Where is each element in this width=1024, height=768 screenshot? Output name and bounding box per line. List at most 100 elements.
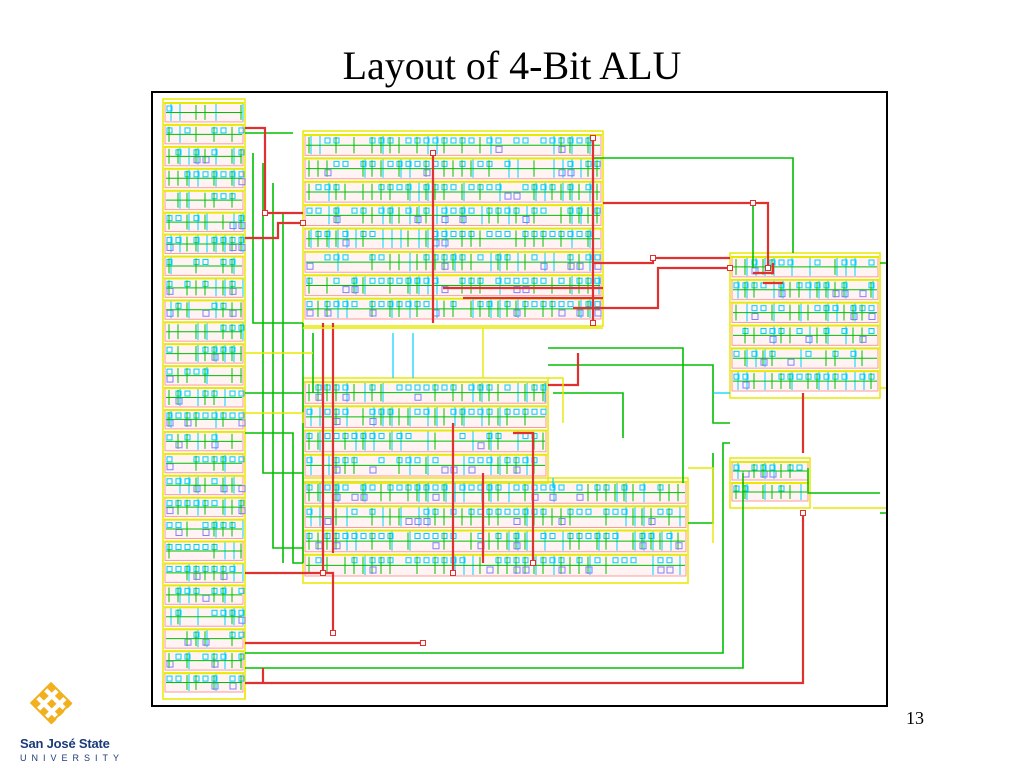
- io-column-contact: [184, 544, 191, 551]
- logic-block-top-cut: [441, 286, 449, 294]
- io-column-contact: [175, 478, 182, 485]
- logic-block-bottom-contact: [504, 508, 511, 515]
- io-column-contact: [175, 544, 182, 551]
- logic-block-top-contact: [351, 301, 358, 308]
- logic-block-top-contact: [468, 137, 475, 144]
- logic-block-bottom-cut: [513, 542, 521, 550]
- logic-block-right-contact: [868, 328, 875, 334]
- poly-route: [603, 201, 770, 268]
- io-column-outline: [162, 98, 246, 700]
- logic-block-top-contact: [414, 160, 421, 167]
- logic-block-mid-contact: [396, 433, 403, 439]
- poly-route: [573, 266, 730, 310]
- metal2-route: [593, 157, 794, 253]
- logic-block-mid-contact: [342, 384, 349, 391]
- logic-block-bottom-contact: [657, 557, 664, 564]
- logic-block-top-contact: [558, 301, 565, 308]
- logic-block-bottom-cut: [486, 566, 494, 574]
- logic-block-top-cut: [441, 239, 449, 247]
- logic-block-mid-contact: [423, 384, 430, 391]
- io-column-contact: [175, 653, 182, 660]
- alu-layout-diagram: [151, 91, 888, 707]
- logic-block-top-contact: [342, 160, 349, 167]
- via-contact: [420, 640, 426, 646]
- logic-block-mid-cut: [369, 418, 377, 425]
- logic-block-bottom-contact: [378, 533, 385, 539]
- logic-block-bottom-contact: [621, 508, 628, 515]
- poly-route: [513, 431, 535, 563]
- logic-block-mid-contact: [324, 433, 331, 439]
- logic-block-top-contact: [477, 254, 484, 261]
- logic-block-top-cut: [576, 262, 584, 270]
- io-column-contact: [229, 390, 236, 397]
- logic-block-top-cut: [306, 262, 314, 270]
- logic-block-top-contact: [486, 231, 493, 237]
- logic-block-mid-contact: [405, 433, 412, 439]
- logic-block-top-contact: [504, 207, 511, 214]
- logic-block-bottom-contact: [369, 484, 376, 491]
- io-column-contact: [184, 127, 191, 134]
- logic-block-bottom-contact: [315, 557, 322, 564]
- logic-block-top-contact: [504, 277, 511, 284]
- logic-block-bottom-cut: [369, 566, 377, 574]
- logic-block-top-contact: [486, 184, 493, 191]
- io-column-contact: [229, 456, 236, 463]
- logic-block-top-contact: [324, 184, 331, 191]
- logic-block-right-contact: [733, 282, 740, 289]
- logic-block-bottom-contact: [360, 533, 367, 539]
- slide-title: Layout of 4-Bit ALU: [342, 43, 682, 88]
- logic-block-bottom-contact: [639, 484, 646, 491]
- logic-block-top-outline: [302, 130, 604, 327]
- logic-block-top-contact: [513, 277, 520, 284]
- logic-block-bottom-contact: [423, 508, 430, 515]
- io-column-contact: [166, 522, 173, 529]
- logic-block-bottom-cut: [522, 566, 530, 574]
- logic-block-right-contact: [742, 373, 749, 380]
- io-column-contact: [229, 565, 236, 572]
- logic-block-bottom-contact: [576, 484, 583, 491]
- logic-block-top-contact: [333, 301, 340, 308]
- logic-block-right-small-contact: [769, 464, 776, 471]
- via-contact: [765, 265, 771, 271]
- metal2-route: [548, 364, 730, 424]
- io-column-contact: [193, 368, 200, 375]
- io-column-contact: [166, 368, 173, 375]
- logic-block-top-cut: [342, 286, 350, 294]
- logic-block-top-contact: [549, 231, 556, 237]
- logic-block-mid-contact: [450, 408, 457, 415]
- io-column-contact: [211, 302, 218, 309]
- logic-block-top-contact: [495, 277, 502, 284]
- io-column-contact: [184, 587, 191, 594]
- logic-block-bottom-contact: [405, 557, 412, 564]
- logic-block-bottom-cut: [513, 566, 521, 574]
- logic-block-mid-contact: [441, 384, 448, 391]
- io-column-contact: [166, 500, 173, 507]
- logic-block-bottom-contact: [423, 533, 430, 539]
- logic-block-bottom-contact: [342, 484, 349, 491]
- logic-block-top-cut: [306, 309, 314, 317]
- io-column-contact: [211, 434, 218, 441]
- metal2-route: [262, 163, 303, 474]
- logic-block-right-cut: [841, 290, 849, 298]
- logic-block-bottom-cut: [405, 518, 413, 525]
- logic-block-right-contact: [832, 305, 839, 312]
- io-column-contact: [211, 500, 218, 507]
- logic-block-bottom-cut: [432, 542, 440, 550]
- logic-block-right-contact: [796, 373, 803, 380]
- logic-block-mid-contact: [378, 457, 385, 464]
- logic-block-right-cut: [859, 290, 867, 298]
- logic-block-right-contact: [751, 305, 758, 312]
- logic-block-mid-contact: [540, 408, 547, 415]
- logic-block-mid-contact: [414, 457, 421, 464]
- logic-block-right-contact: [850, 350, 857, 357]
- via-contact: [650, 255, 656, 261]
- logic-block-top-contact: [531, 301, 538, 308]
- logic-block-mid-contact: [414, 408, 421, 415]
- logic-block-right-cut: [760, 358, 768, 366]
- via-contact: [590, 135, 596, 141]
- metal2-route: [880, 262, 886, 514]
- io-column-contact: [202, 544, 209, 551]
- logic-block-right-cut: [850, 313, 858, 320]
- logic-block-top-contact: [423, 277, 430, 284]
- logic-block-right-contact: [814, 259, 821, 266]
